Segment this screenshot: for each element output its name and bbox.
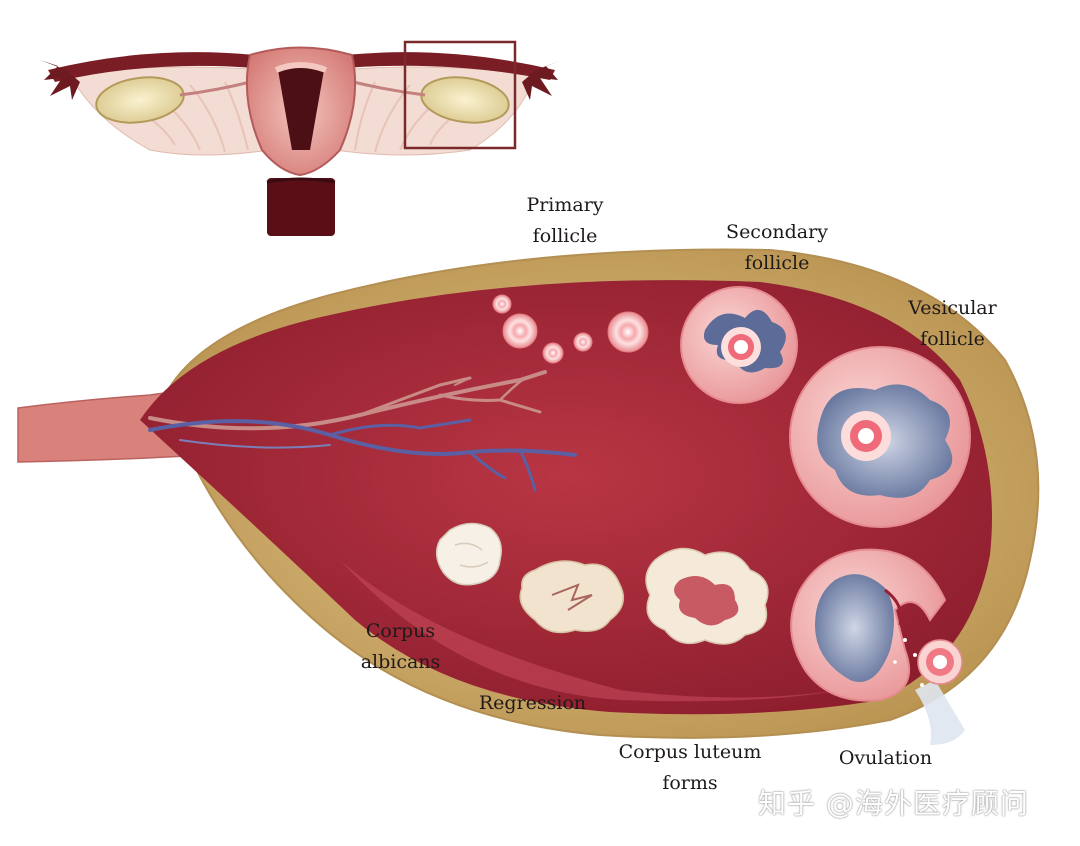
regressing-corpus-luteum <box>519 560 625 634</box>
vesicular-follicle <box>789 346 971 528</box>
label-secondary-line2: follicle <box>744 252 810 274</box>
label-secondary-line1: Secondary <box>726 221 828 243</box>
label-vesicular-line2: follicle <box>920 328 985 350</box>
label-vesicular-line1: Vesicular <box>908 297 997 319</box>
ovulation-follicle <box>790 548 965 745</box>
label-ovulation: Ovulation <box>828 743 943 774</box>
corpus-luteum <box>645 547 769 645</box>
ovary-stroma <box>140 280 992 715</box>
label-corpus-luteum: Corpus luteum forms <box>605 737 775 799</box>
label-ovulation-text: Ovulation <box>838 747 933 769</box>
label-corpus-albicans-line2: albicans <box>360 651 441 673</box>
label-vesicular-follicle: Vesicular follicle <box>895 293 1010 355</box>
label-regression-text: Regression <box>478 692 587 714</box>
label-secondary-follicle: Secondary follicle <box>712 217 842 279</box>
label-corpus-albicans: Corpus albicans <box>348 616 453 678</box>
corpus-albicans <box>435 522 502 586</box>
label-corpus-luteum-line1: Corpus luteum <box>618 741 762 763</box>
secondary-follicle <box>680 286 798 404</box>
label-primary-line1: Primary <box>526 194 604 216</box>
watermark: 知乎 @海外医疗顾问 <box>758 787 1029 820</box>
label-primary-follicle: Primary follicle <box>505 190 625 252</box>
label-corpus-luteum-line2: forms <box>662 772 718 794</box>
primary-follicles <box>492 294 649 364</box>
uterus-overview <box>40 40 562 236</box>
label-regression: Regression <box>470 688 595 719</box>
label-corpus-albicans-line1: Corpus <box>365 620 436 642</box>
ovary-cross-section <box>17 248 1040 745</box>
label-primary-line2: follicle <box>532 225 598 247</box>
blood-vessels <box>148 370 577 492</box>
